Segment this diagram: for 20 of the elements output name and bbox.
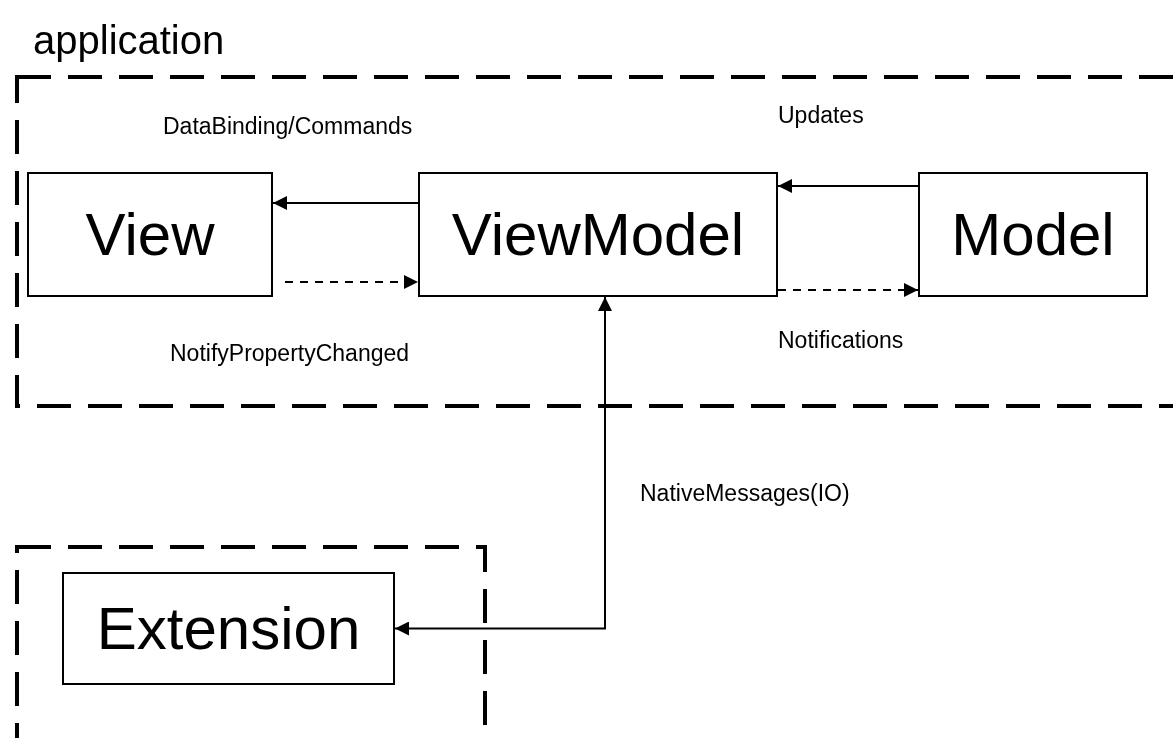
component-box [27, 172, 273, 297]
edge-label: Updates [778, 102, 864, 129]
group-title: application [33, 18, 225, 63]
arrow [284, 275, 419, 289]
component-name: Extension [96, 594, 361, 663]
dashed-group-frame [15, 545, 487, 738]
component-box [918, 172, 1148, 297]
edge-label: DataBinding/Commands [163, 113, 413, 140]
component-name: View [85, 200, 215, 269]
arrow [777, 179, 919, 193]
component-box [62, 572, 395, 685]
edge-label: NativeMessages(IO) [640, 480, 850, 507]
arrow [394, 296, 612, 636]
arrow [777, 283, 919, 297]
component-name: ViewModel [451, 200, 745, 269]
edge-label: NotifyPropertyChanged [170, 340, 410, 367]
arrow [272, 196, 419, 210]
edge-label: Notifications [778, 327, 904, 354]
component-name: Model [951, 200, 1115, 269]
component-box [418, 172, 778, 297]
